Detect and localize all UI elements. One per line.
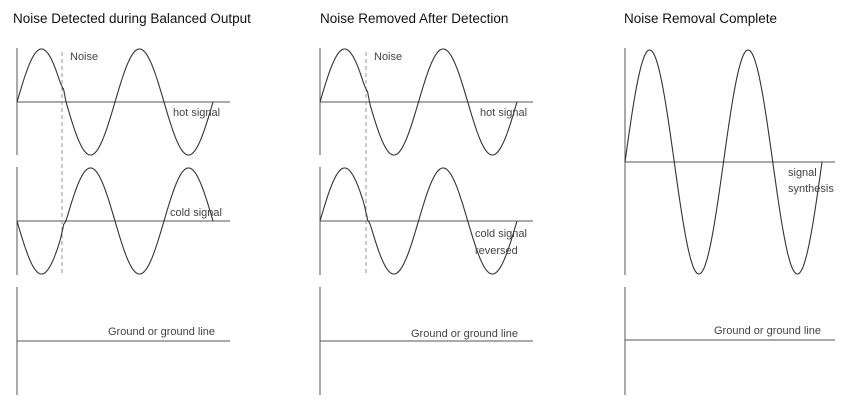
panel-1-title: Noise Detected during Balanced Output: [13, 11, 251, 26]
panel-1-noise-label: Noise: [70, 51, 99, 63]
axes-group: [16, 48, 835, 395]
panel-1-cold-signal-label: cold signal: [170, 207, 222, 219]
panel-3-title: Noise Removal Complete: [624, 11, 778, 26]
panel-1-cold-signal-wave: [16, 167, 214, 275]
panel-2-cold-label-line2: reversed: [475, 245, 518, 257]
panel-2-hot-signal-label: hot signal: [480, 107, 528, 119]
panel-2-ground-label: Ground or ground line: [411, 328, 519, 340]
panel-2-cold-label-line1: cold signal: [475, 228, 527, 240]
panel-2-noise-label: Noise: [374, 51, 403, 63]
panel-3-synth-label-line1: signal: [788, 167, 817, 179]
panel-2-cold-signal-label: cold signal reversed: [475, 227, 527, 259]
panel-1-ground-label: Ground or ground line: [108, 326, 216, 338]
panel-3-ground-label: Ground or ground line: [714, 325, 822, 337]
panel-2-cold-signal-wave: [319, 167, 518, 275]
waves-group: [16, 48, 823, 275]
panel-3-synth-label-line2: synthesis: [788, 183, 834, 195]
panel-1-hot-signal-wave: [16, 48, 214, 156]
panel-2-hot-signal-wave: [319, 48, 518, 156]
panel-1-hot-signal-label: hot signal: [173, 107, 221, 119]
panel-3-synthesis-label: signal synthesis: [788, 166, 834, 197]
panel-2-title: Noise Removed After Detection: [320, 11, 509, 26]
panel-3-synthesized-signal-wave: [624, 49, 823, 275]
